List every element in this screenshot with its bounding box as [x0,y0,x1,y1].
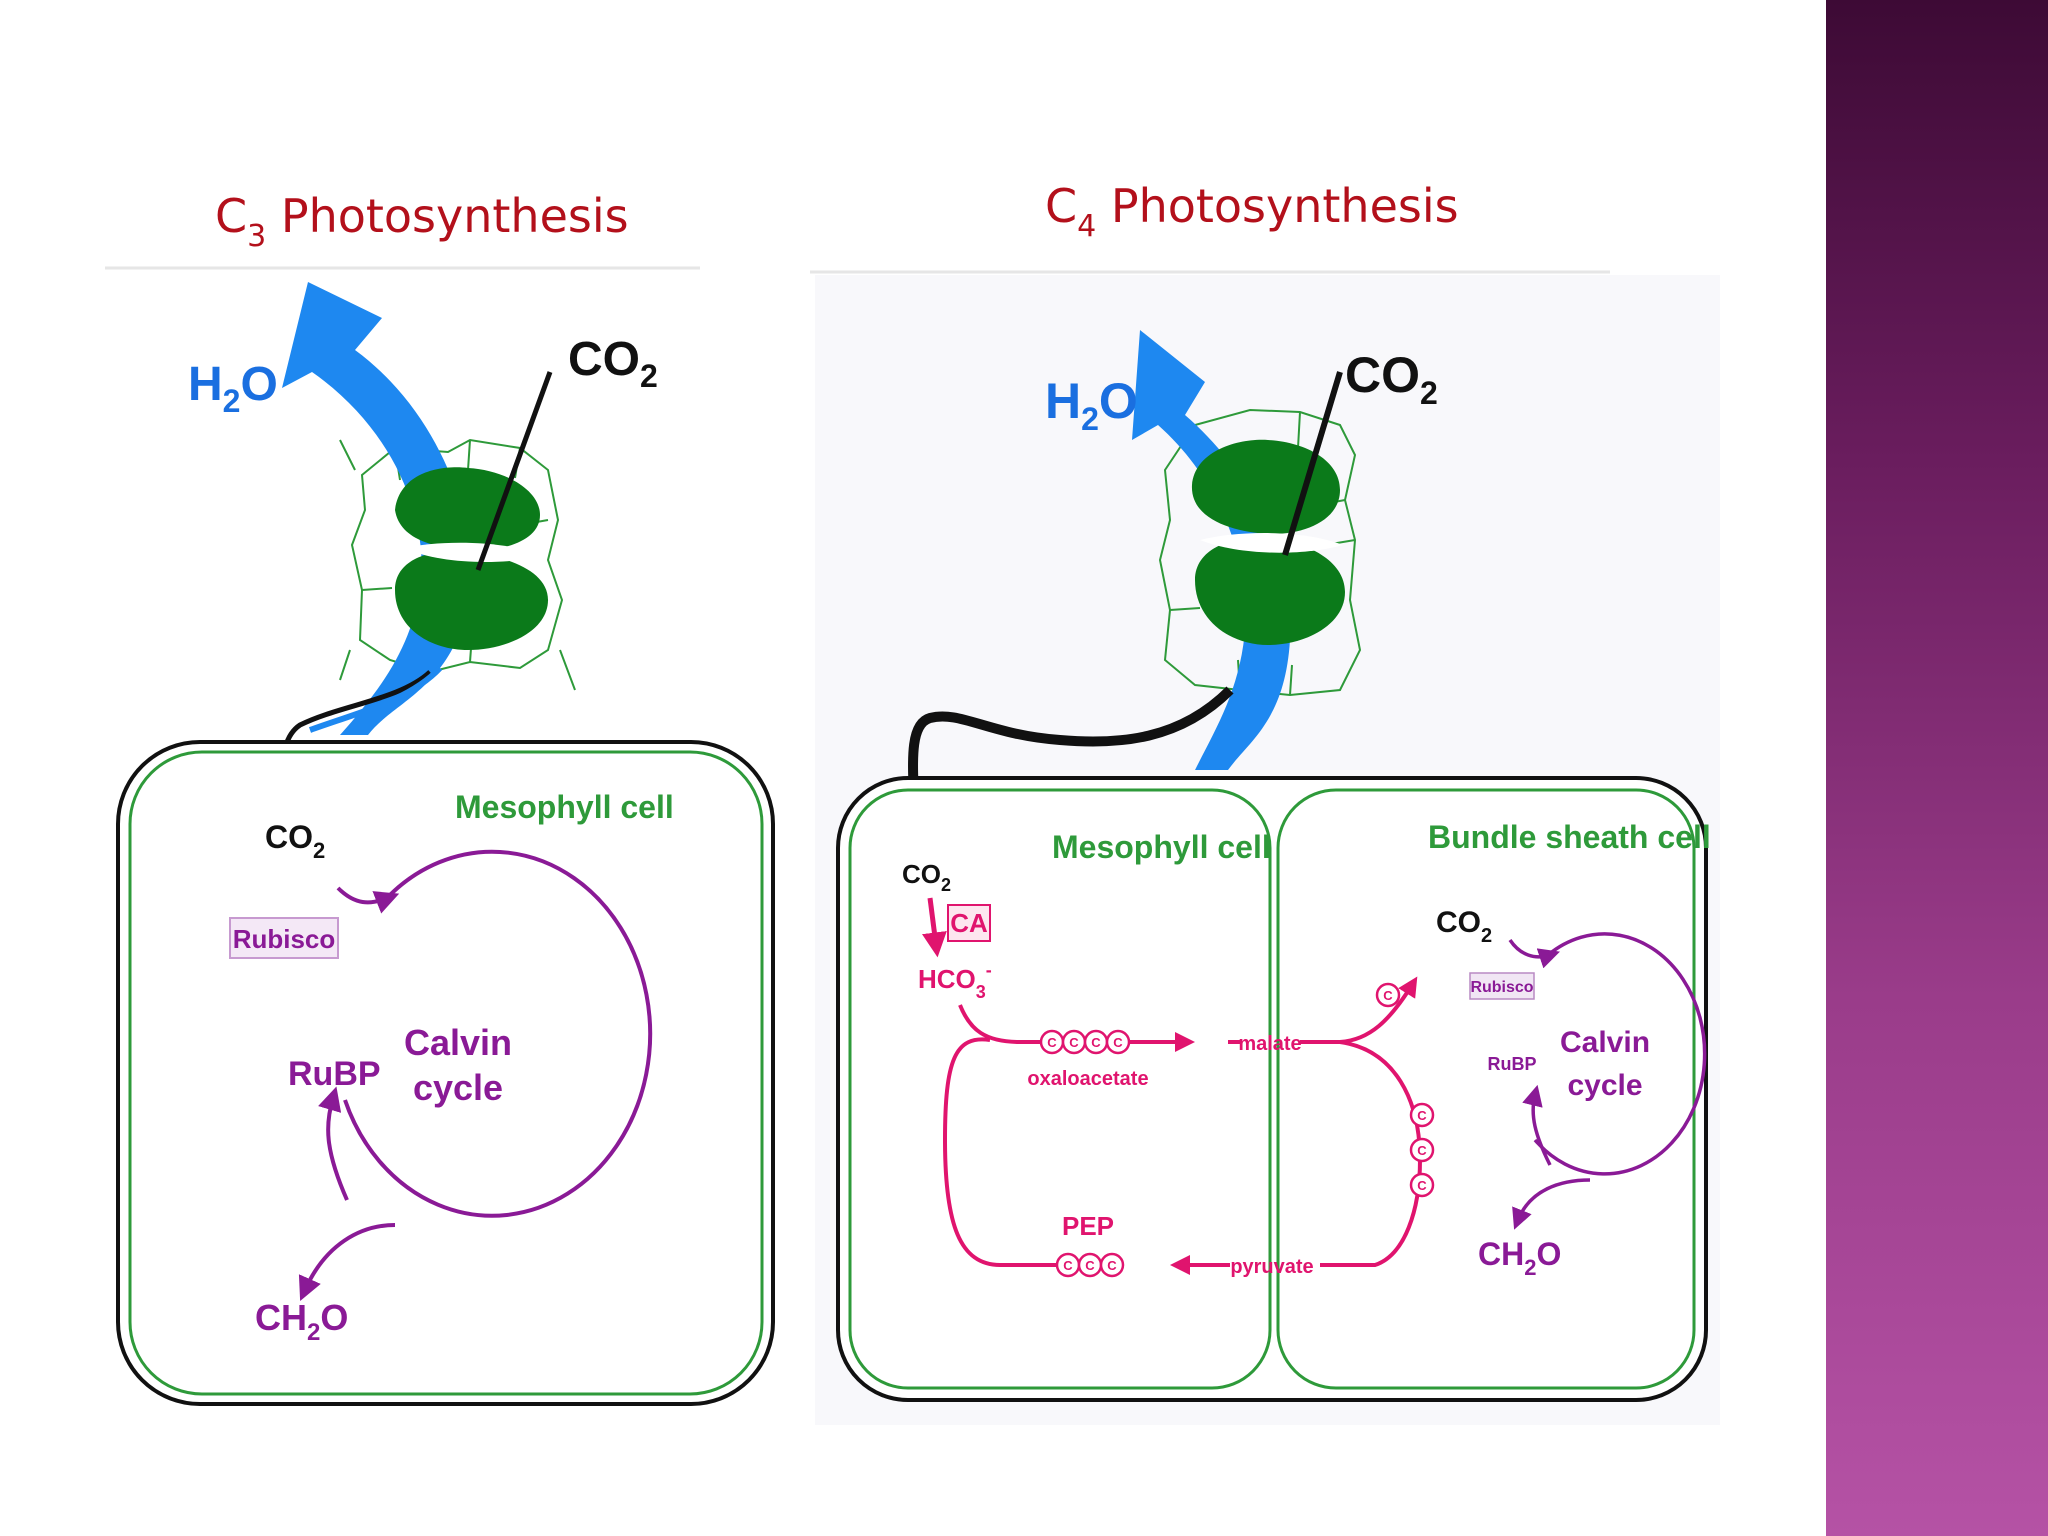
c4-bundle-co2: CO2 [1436,906,1492,947]
c3-calvin-label-2: cycle [413,1067,503,1108]
c4-ca-arrow [922,897,947,958]
c4-h2o-label: H2O [1045,373,1138,437]
c3-ch2o-arrow [298,1223,396,1301]
c3-cell-outer [116,740,775,1406]
c4-released-carbon [1375,982,1401,1008]
c4-vertical-carbons [1409,1102,1435,1198]
c4-pep-carbons [1055,1252,1125,1278]
c3-inner-co2: CO2 [265,819,325,863]
c3-panel: C3 Photosynthesis [105,189,775,1406]
c4-calvin-cycle [1512,932,1707,1230]
svg-text:C: C [1417,1108,1427,1123]
c4-released-carbon-label: C [1383,988,1393,1003]
c4-mesophyll-label: Mesophyll cell [1052,829,1271,865]
svg-text:C: C [1047,1035,1057,1050]
c4-panel: C4 Photosynthesis H2O [810,179,1720,1425]
c4-meso-co2: CO2 [902,859,951,895]
c4-vertical-carbon-labels: C C C [1417,1108,1427,1193]
svg-text:C: C [1107,1258,1117,1273]
c4-co2-line [879,371,1343,870]
c4-pyruvate-label: pyruvate [1230,1256,1313,1278]
c4-water-arrow [1132,330,1291,770]
svg-text:C: C [1085,1258,1095,1273]
c3-title: C3 Photosynthesis [215,189,629,254]
c3-h2o-label: H2O [188,358,278,419]
c4-oxaloacetate-label: oxaloacetate [1027,1068,1148,1090]
c4-pep-label: PEP [1062,1211,1114,1241]
c4-oxaloacetate-carbons [1039,1029,1131,1055]
svg-text:C: C [1091,1035,1101,1050]
svg-text:C: C [1063,1258,1073,1273]
c4-bundle-co2-arrow [1508,938,1560,969]
c3-calvin-cycle [298,849,653,1301]
c4-hco3-label: HCO3- [918,960,992,1002]
c4-calvin-label-1: Calvin [1560,1026,1650,1059]
c3-calvin-label-1: Calvin [404,1022,512,1063]
c4-bundle-label: Bundle sheath cell [1428,819,1711,855]
c4-calvin-label-2: cycle [1567,1069,1642,1102]
c4-rubp-label: RuBP [1488,1054,1537,1074]
c4-malate-label: malate [1238,1033,1301,1055]
c3-co2-arrow [336,886,400,914]
c4-co2-label: CO2 [1345,347,1438,411]
svg-text:C: C [1417,1143,1427,1158]
c3-co2-label: CO2 [568,333,658,394]
c3-cell-label: Mesophyll cell [455,789,674,825]
c4-rubisco-label: Rubisco [1470,979,1533,996]
c3-guard-cells [395,467,548,650]
c4-ca-box [947,904,991,942]
c3-cell-inner [128,750,764,1396]
c4-ca-label: CA [950,908,988,938]
c4-title: C4 Photosynthesis [1045,179,1459,244]
c3-rubisco-label: Rubisco [233,924,336,954]
c4-mesophyll-cell [848,788,1272,1390]
c4-cell-outer [836,776,1708,1402]
svg-text:C: C [1113,1035,1123,1050]
c4-rubisco-box [1469,972,1535,1000]
c4-bundle-sheath-cell [1276,788,1696,1390]
svg-text:C: C [1417,1178,1427,1193]
c4-ch2o-label: CH2O [1478,1236,1561,1280]
c3-rubisco-box [229,917,339,959]
c4-guard-cells [1191,439,1345,645]
svg-text:C: C [1069,1035,1079,1050]
decorative-sidebar [1826,0,2048,1536]
c3-rubp-label: RuBP [288,1055,381,1093]
c3-ch2o-label: CH2O [255,1297,348,1346]
photosynthesis-diagram: C3 Photosynthesis [105,179,1720,1425]
